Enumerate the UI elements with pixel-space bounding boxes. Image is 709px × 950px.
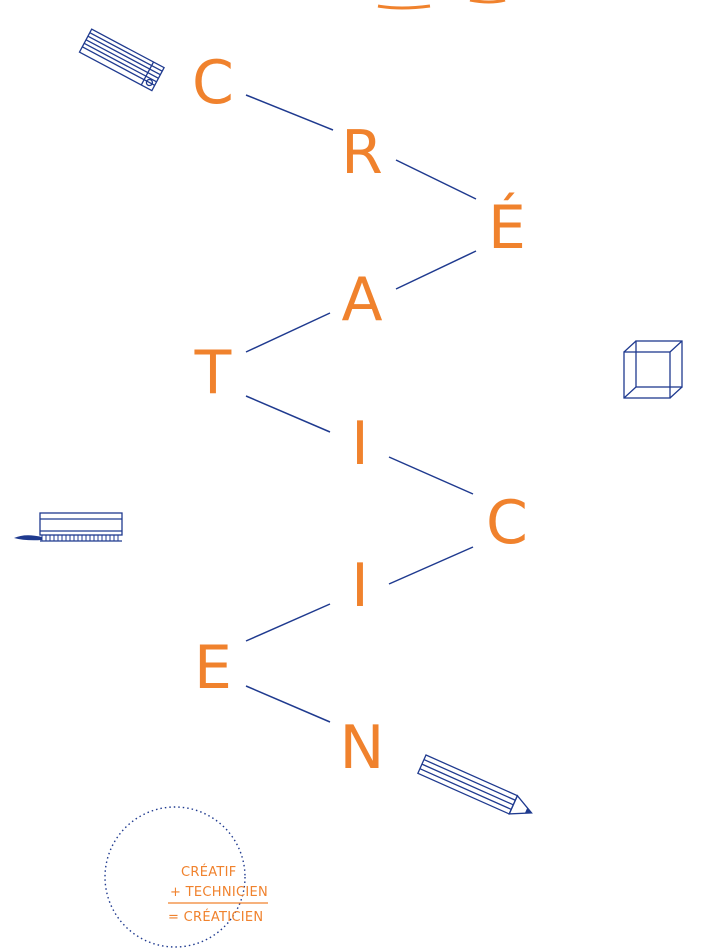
connector-line <box>395 159 477 200</box>
letter-e-acute: É <box>488 191 526 263</box>
formula-line-3: = CRÉATICIEN <box>168 909 263 925</box>
letter-e: E <box>194 633 232 703</box>
connector-line <box>395 250 477 290</box>
letter-a: A <box>341 265 382 335</box>
connector-line <box>388 456 474 495</box>
brush-icon <box>14 512 123 542</box>
letter-c: C <box>192 48 234 118</box>
connector-line <box>245 685 331 723</box>
cube-icon <box>623 340 683 399</box>
ruler-icon <box>78 28 165 92</box>
connector-line <box>388 546 474 585</box>
letter-t: T <box>194 338 232 408</box>
connector-line <box>245 603 331 642</box>
letter-n: N <box>340 713 385 783</box>
top-edge-shape <box>377 4 431 10</box>
top-edge-shape <box>469 0 506 4</box>
connector-line <box>245 312 331 353</box>
connector-line <box>245 94 334 131</box>
letter-c: C <box>486 488 528 558</box>
pencil-icon <box>417 754 533 815</box>
letter-i: I <box>351 409 369 479</box>
letter-r: R <box>341 118 383 188</box>
formula-line-1: CRÉATIF <box>181 864 237 880</box>
formula-badge: CRÉATIF + TECHNICIEN = CRÉATICIEN <box>104 806 268 948</box>
word-letters: C R É A T I C I E N <box>192 48 528 783</box>
connector-line <box>245 395 331 433</box>
letter-i: I <box>351 551 369 621</box>
formula-line-2: + TECHNICIEN <box>170 885 268 900</box>
connector-lines <box>245 94 477 723</box>
